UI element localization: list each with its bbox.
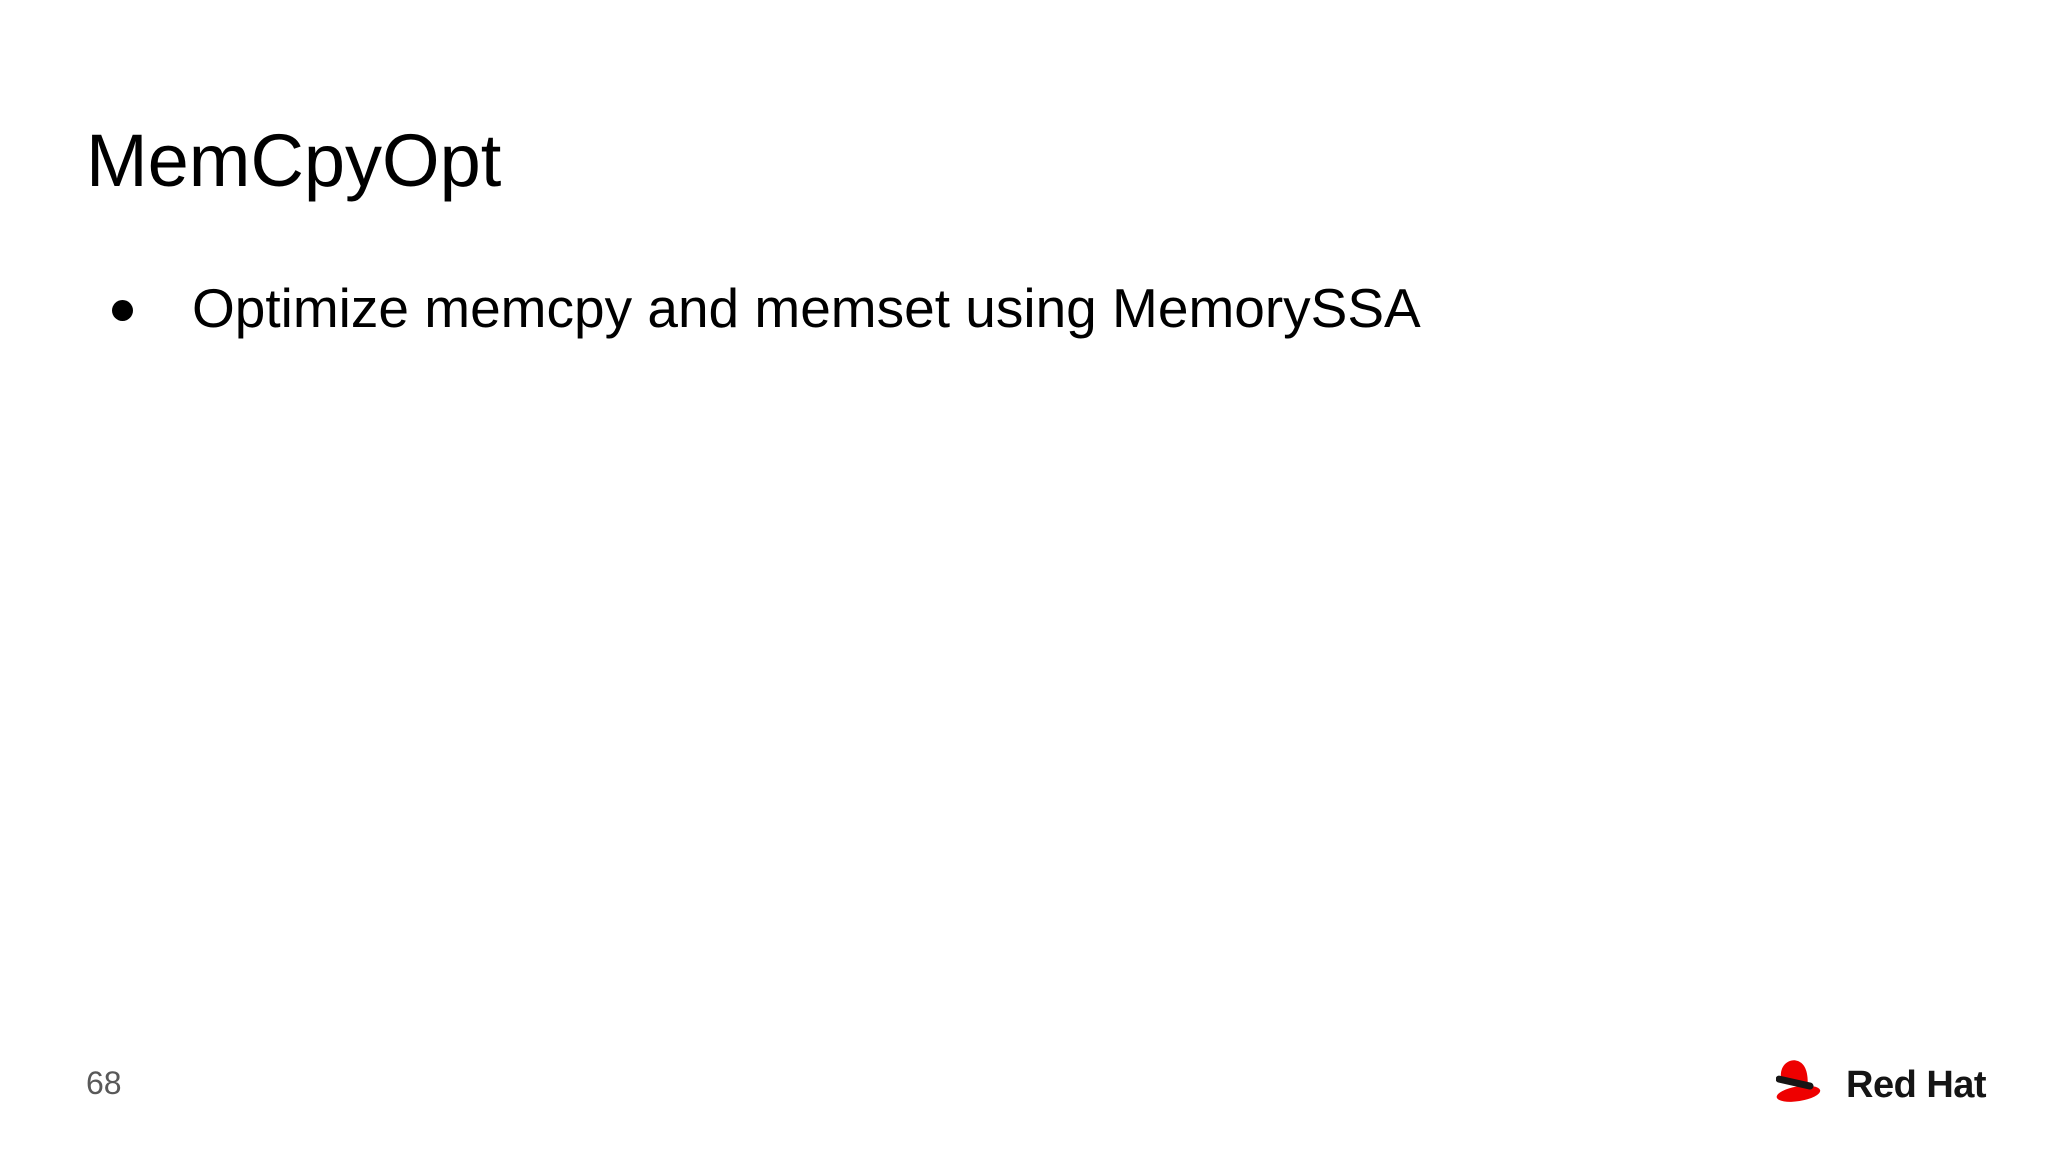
page-number: 68 <box>86 1065 122 1101</box>
slide-title: MemCpyOpt <box>86 119 502 202</box>
red-hat-logo: Red Hat <box>1776 1058 1987 1118</box>
bullet-list: Optimize memcpy and memset using MemoryS… <box>112 281 1421 336</box>
red-hat-fedora-icon <box>1776 1060 1821 1102</box>
bullet-text: Optimize memcpy and memset using MemoryS… <box>192 277 1421 339</box>
bullet-dot-icon <box>112 300 133 321</box>
list-item: Optimize memcpy and memset using MemoryS… <box>112 281 1421 336</box>
red-hat-logo-text: Red Hat <box>1846 1064 1987 1106</box>
